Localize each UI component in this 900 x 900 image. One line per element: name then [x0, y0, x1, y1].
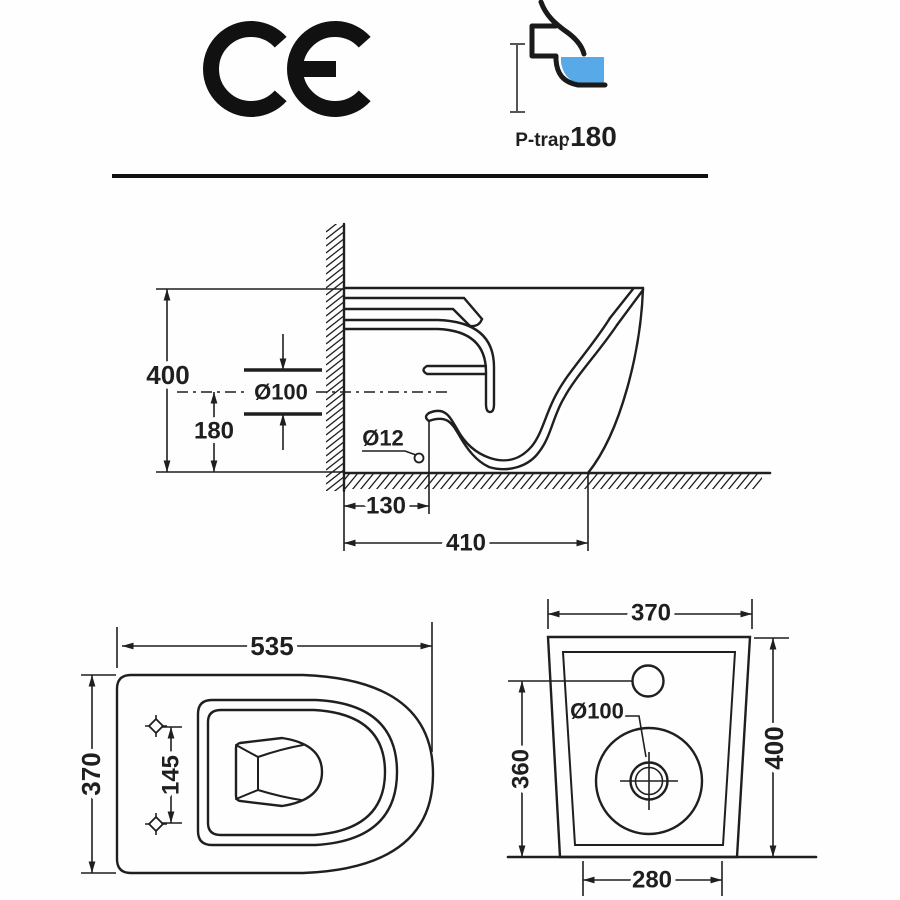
p-trap-icon: P-trap180	[510, 0, 621, 157]
water-inlet-hole	[631, 664, 665, 698]
plan-width-label: 535	[250, 631, 293, 661]
water-shape	[561, 57, 604, 83]
ce-mark-icon	[203, 21, 371, 117]
fixing-hole-marker	[413, 452, 425, 464]
p-trap-label: P-trap180	[515, 121, 617, 152]
back-outlet-diameter-label: Ø100	[570, 699, 624, 724]
back-height-label: 400	[759, 726, 789, 769]
side-view-drawing: 400 Ø100 180 Ø12 130 410	[142, 222, 772, 561]
side-view-dimensions: 400 Ø100 180 Ø12 130 410	[142, 288, 589, 561]
toilet-back-inner-line	[561, 651, 737, 846]
side-fixing-diameter-label: Ø12	[362, 426, 404, 451]
wall-hatch	[326, 224, 344, 491]
seat-inner-ring	[206, 708, 387, 837]
back-view-dimensions: 370 400 360 280 Ø100	[503, 595, 794, 898]
side-depth-label: 410	[446, 530, 486, 557]
back-base-width-label: 280	[632, 867, 672, 894]
toilet-plan-outline	[115, 673, 435, 875]
side-outlet-diameter-label: Ø100	[254, 380, 308, 405]
back-view-drawing: 370 400 360 280 Ø100	[503, 595, 818, 898]
side-height-dimension-label: 400	[146, 360, 189, 390]
seat-outer-ring	[196, 698, 399, 847]
plan-depth-label: 370	[76, 752, 106, 795]
top-view-dimensions: 535 370 145	[72, 622, 433, 874]
dimension-arrowheads	[88, 289, 777, 884]
plan-hole-spacing-label: 145	[158, 755, 185, 795]
side-outlet-height-label: 180	[194, 418, 234, 445]
top-view-drawing: 535 370 145	[72, 622, 435, 875]
back-inlet-height-label: 360	[508, 749, 535, 789]
bowl-funnel	[234, 736, 324, 808]
back-width-label: 370	[631, 600, 671, 627]
side-outlet-offset-label: 130	[366, 493, 406, 520]
toilet-back-outline	[546, 635, 752, 859]
floor-hatch	[344, 474, 762, 489]
fixing-holes	[145, 715, 167, 835]
outlet-crosshair	[620, 752, 678, 810]
trap-recess-circle	[594, 726, 704, 836]
toilet-side-profile	[342, 286, 645, 475]
